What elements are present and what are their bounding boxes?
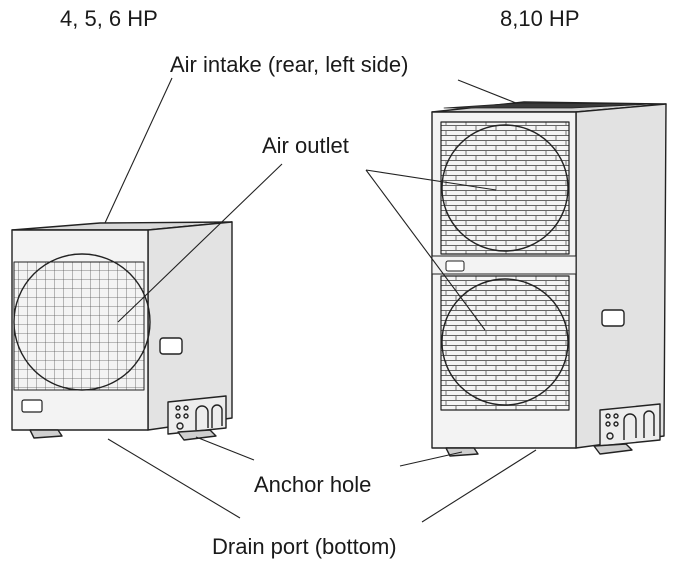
leader-drain-port-large <box>421 449 537 523</box>
large-unit-upper-fan-ring <box>441 124 569 252</box>
leader-lines <box>104 77 537 523</box>
leader-anchor-hole-small <box>195 436 255 461</box>
small-unit-piping-panel <box>167 395 227 435</box>
callout-air-outlet: Air outlet <box>262 133 349 158</box>
small-unit-foot-right <box>177 429 217 441</box>
large-outdoor-unit <box>431 101 667 457</box>
leader-air-outlet-large-upper <box>365 169 497 191</box>
large-unit-piping-panel <box>599 403 661 447</box>
large-unit-upper-grille <box>440 121 570 255</box>
leader-air-intake-large <box>457 79 517 104</box>
small-outdoor-unit <box>11 221 233 441</box>
heading-large-unit: 8,10 HP <box>500 6 580 31</box>
large-unit-lower-fan-ring <box>441 278 569 406</box>
leader-air-outlet-large-lower <box>365 169 486 331</box>
leader-drain-port-small <box>107 438 241 519</box>
small-unit-fan-ring <box>13 253 151 391</box>
small-unit-grille <box>13 261 145 391</box>
callout-drain-port: Drain port (bottom) <box>212 534 397 559</box>
leader-air-intake-small <box>104 77 173 224</box>
callout-air-intake: Air intake (rear, left side) <box>170 52 408 77</box>
large-unit-label-tab <box>445 260 465 272</box>
heading-small-unit: 4, 5, 6 HP <box>60 6 158 31</box>
large-unit-handle <box>601 309 625 327</box>
leader-anchor-hole-large <box>399 451 463 467</box>
large-unit-foot-right <box>593 443 633 455</box>
small-unit-foot-left <box>29 429 63 439</box>
large-unit-side <box>575 103 667 449</box>
callout-anchor-hole: Anchor hole <box>254 472 371 497</box>
small-unit-handle <box>159 337 183 355</box>
leader-air-outlet-small <box>117 163 283 323</box>
